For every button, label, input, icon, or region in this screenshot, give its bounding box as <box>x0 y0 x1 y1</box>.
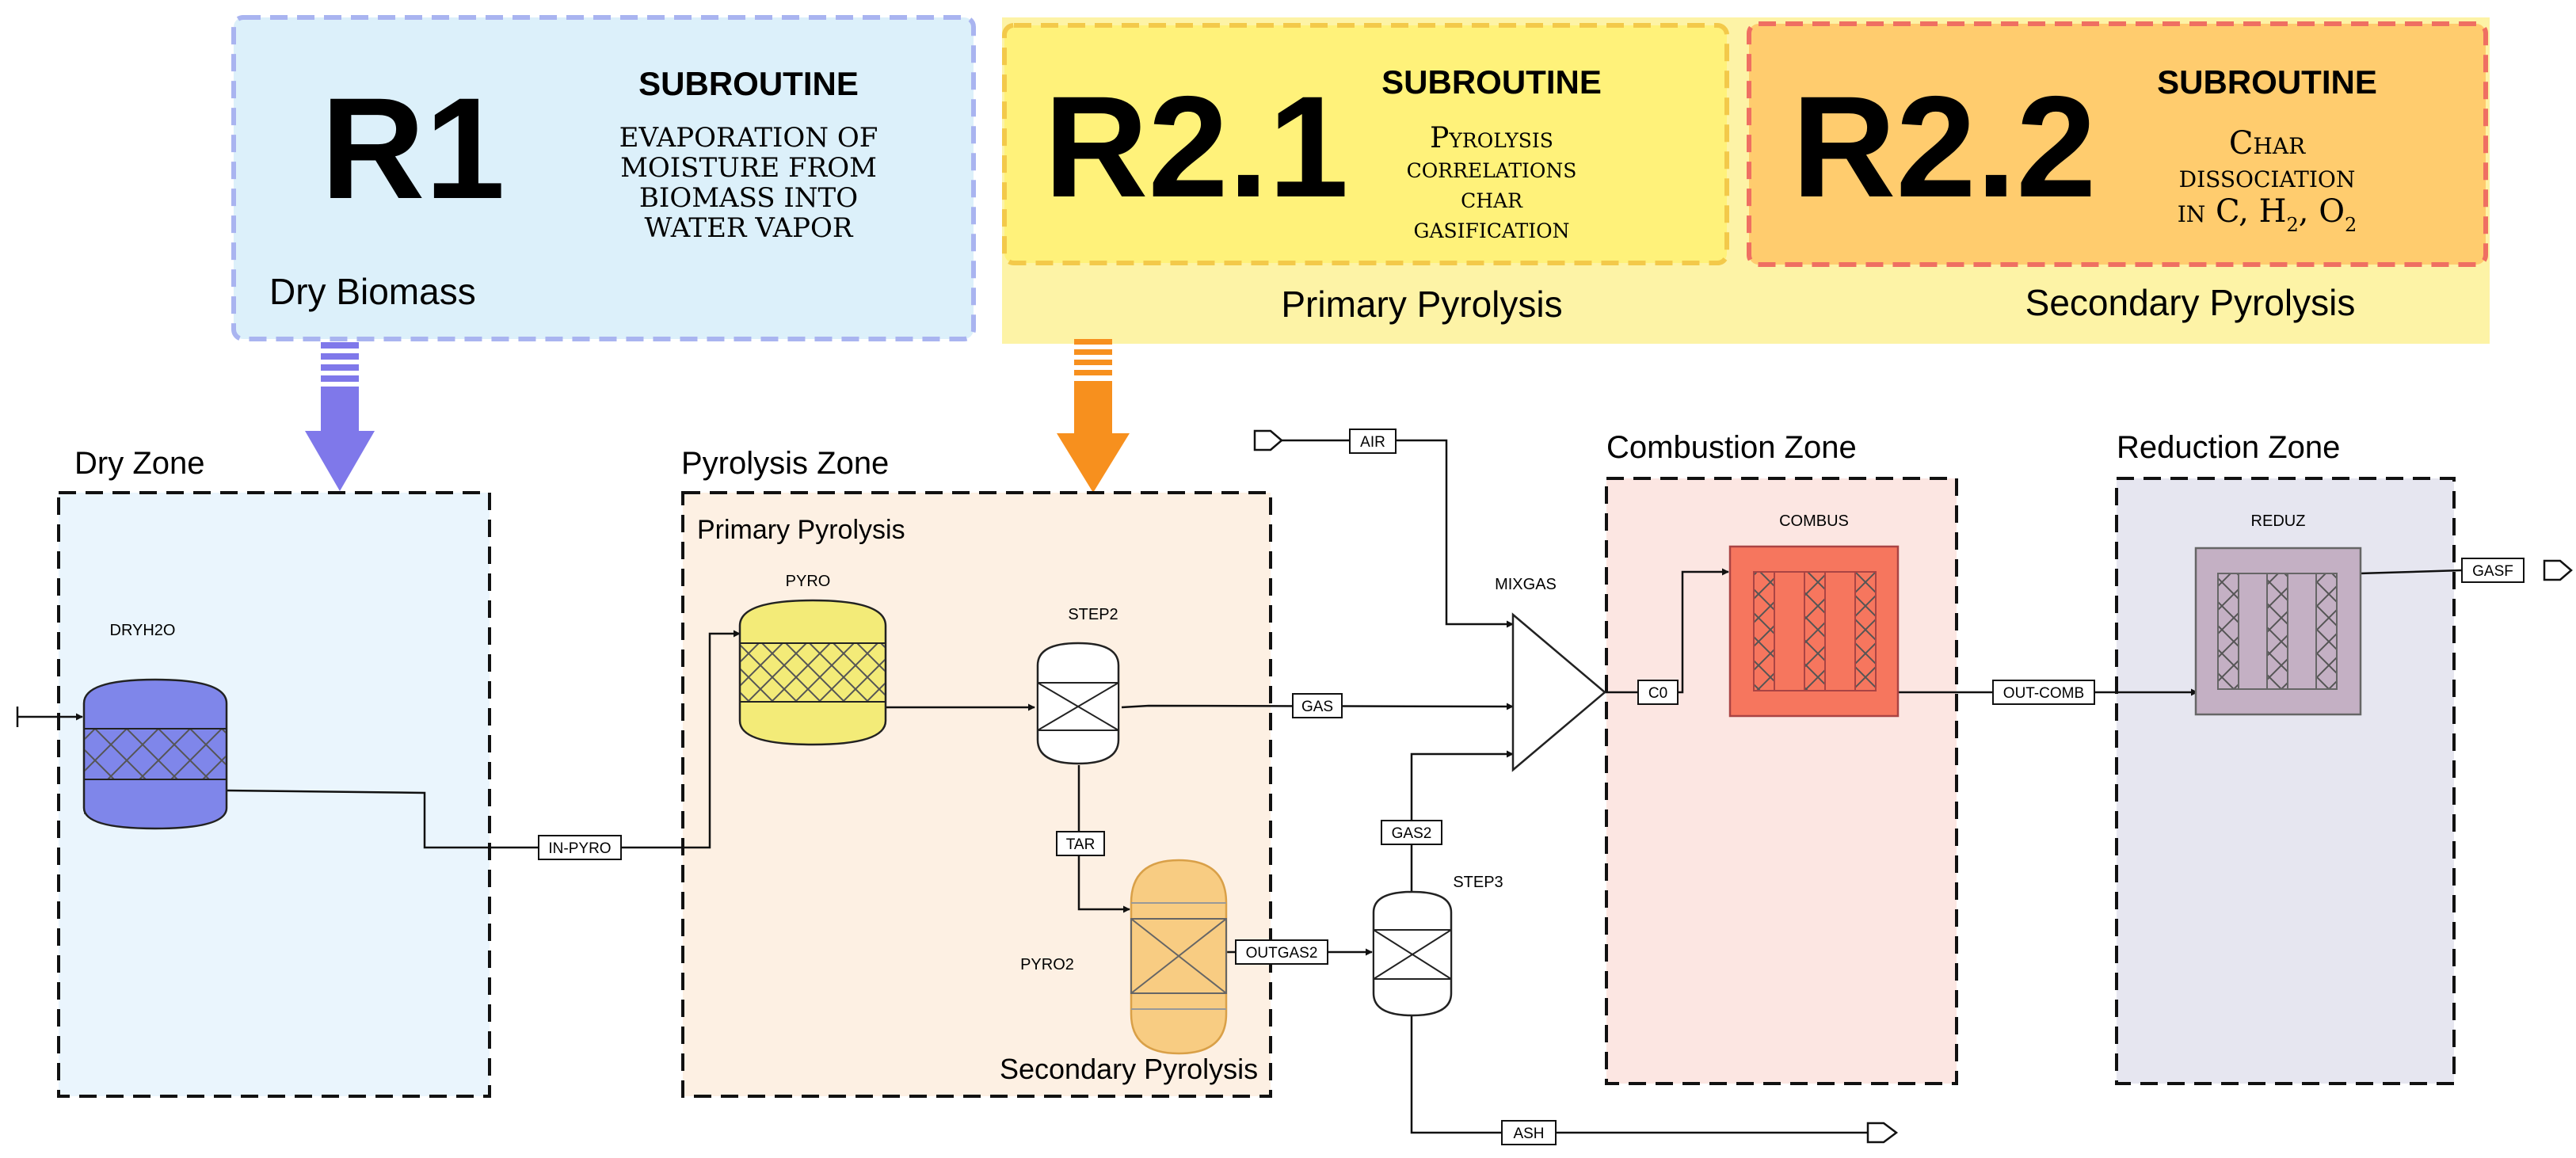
r1-desc-line-3: BIOMASS INTO <box>639 182 858 214</box>
stream-label-tar: TAR <box>1066 836 1096 853</box>
stream-label-gas: GAS <box>1301 699 1333 715</box>
stream-tag-gasf[interactable]: GASF <box>2461 558 2525 583</box>
subroutine-r21-panel: R2.1 SUBROUTINE Pyrolysis correlations c… <box>1002 23 1729 265</box>
r1-down-arrow <box>305 342 375 491</box>
r22-desc-line-2: dissociation <box>2179 158 2356 195</box>
r21-desc-line-1: Pyrolysis <box>1430 122 1553 154</box>
pyro2-label: PYRO2 <box>1020 956 1074 973</box>
r1-desc-line-1: EVAPORATION OF <box>619 122 878 154</box>
stream-tag-in-pyro[interactable]: IN-PYRO <box>538 835 622 860</box>
air-line <box>1277 439 1514 628</box>
r21-desc-line-3: char <box>1461 182 1523 215</box>
pyrolysis-zone-primary-label: Primary Pyrolysis <box>697 515 905 545</box>
gas2-line <box>1410 750 1514 892</box>
stream-tag-outgas2[interactable]: OUTGAS2 <box>1235 939 1328 965</box>
stream-label-in-pyro: IN-PYRO <box>548 840 611 857</box>
mixgas-label: MIXGAS <box>1495 576 1557 593</box>
r21-desc-line-2: correlations <box>1407 152 1577 185</box>
r21-id: R2.1 <box>1044 66 1348 227</box>
stream-label-out-comb: OUT-COMB <box>2003 685 2084 702</box>
stream-tag-co[interactable]: C0 <box>1637 680 1679 705</box>
step3-block[interactable]: STEP3 <box>1372 874 1503 1017</box>
stream-tag-out-comb[interactable]: OUT-COMB <box>1992 680 2095 705</box>
reduz-label: REDUZ <box>2251 512 2306 530</box>
r22-formula-sub1: 2 <box>2286 214 2298 236</box>
stream-label-gas2: GAS2 <box>1392 825 1432 842</box>
r21-down-arrow <box>1057 339 1130 493</box>
combustion-zone-title: Combustion Zone <box>1606 430 1857 465</box>
reduz-block[interactable]: REDUZ <box>2194 512 2362 716</box>
primary-pyrolysis-band-label: Primary Pyrolysis <box>1281 284 1562 325</box>
gasf-out-arrow <box>2543 559 2573 581</box>
pyro2-block[interactable]: PYRO2 <box>1020 859 1228 1055</box>
stream-label-co: C0 <box>1648 685 1667 702</box>
r22-formula-prefix: in C, H <box>2178 193 2287 230</box>
r1-label: Dry Biomass <box>269 271 476 312</box>
r22-id: R2.2 <box>1792 66 2096 227</box>
r1-desc-line-4: WATER VAPOR <box>644 212 853 244</box>
ash-line <box>1410 1014 1869 1134</box>
r21-desc-line-4: gasification <box>1414 212 1570 245</box>
ash-out-arrow <box>1866 1122 1899 1144</box>
subroutine-r22-panel: R2.2 SUBROUTINE Char dissociation in C, … <box>1747 21 2488 267</box>
tar-line <box>1077 765 1130 913</box>
r21-heading: SUBROUTINE <box>1381 63 1602 101</box>
step2-label: STEP2 <box>1068 606 1118 623</box>
air-source-arrow <box>1253 429 1283 451</box>
dryh2o-label: DRYH2O <box>110 622 176 639</box>
mixgas-block[interactable]: MIXGAS <box>1495 576 1606 772</box>
r1-desc-line-2: MOISTURE FROM <box>620 152 877 184</box>
feed-line <box>16 707 82 727</box>
r22-formula-mid: , O <box>2299 193 2345 230</box>
dryh2o-block[interactable]: DRYH2O <box>82 622 228 830</box>
step2-block[interactable]: STEP2 <box>1036 606 1120 765</box>
combus-block[interactable]: COMBUS <box>1728 512 1900 718</box>
subroutine-r1-panel: R1 SUBROUTINE EVAPORATION OF MOISTURE FR… <box>231 15 976 341</box>
stream-tag-gas[interactable]: GAS <box>1292 693 1343 718</box>
step3-label: STEP3 <box>1453 874 1503 891</box>
stream-tag-air[interactable]: AIR <box>1349 429 1397 454</box>
stream-tag-tar[interactable]: TAR <box>1056 831 1105 856</box>
stream-label-outgas2: OUTGAS2 <box>1246 945 1318 962</box>
pyro-block[interactable]: PYRO <box>738 573 887 746</box>
r1-heading: SUBROUTINE <box>638 65 859 102</box>
combus-label: COMBUS <box>1779 512 1849 530</box>
pyrolysis-zone-title: Pyrolysis Zone <box>681 446 889 481</box>
r1-id: R1 <box>321 67 505 229</box>
r22-desc-line-1: Char <box>2229 125 2306 162</box>
reduction-zone-title: Reduction Zone <box>2117 430 2340 465</box>
pyro-label: PYRO <box>786 573 831 590</box>
r22-formula-sub2: 2 <box>2345 214 2357 236</box>
r22-formula: in C, H2, O2 <box>2178 193 2357 236</box>
stream-label-gasf: GASF <box>2472 563 2513 580</box>
dry-zone-title: Dry Zone <box>74 446 205 481</box>
stream-tag-ash[interactable]: ASH <box>1501 1120 1557 1145</box>
stream-label-air: AIR <box>1360 434 1385 451</box>
secondary-pyrolysis-band-label: Secondary Pyrolysis <box>2025 282 2356 323</box>
stream-label-ash: ASH <box>1513 1126 1544 1142</box>
r22-heading: SUBROUTINE <box>2157 63 2377 101</box>
pyrolysis-zone-secondary-label: Secondary Pyrolysis <box>1000 1053 1258 1085</box>
stream-tag-gas2[interactable]: GAS2 <box>1381 820 1442 845</box>
gas-line <box>1121 703 1514 710</box>
